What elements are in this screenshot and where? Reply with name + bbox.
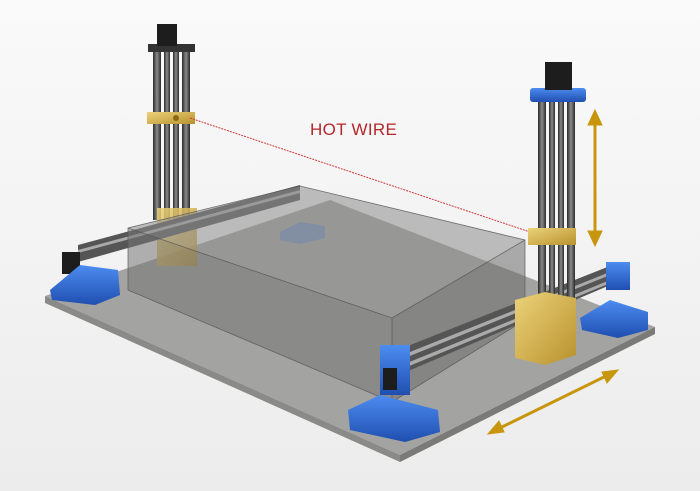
blue-foot xyxy=(348,395,440,442)
hot-wire-label: HOT WIRE xyxy=(310,120,398,139)
arrow-up-icon xyxy=(587,108,603,126)
stepper-motor-icon xyxy=(545,62,572,90)
blue-foot xyxy=(50,265,120,305)
stepper-motor-icon xyxy=(62,252,80,274)
motion-arrows xyxy=(486,108,620,435)
right-tower xyxy=(515,62,586,365)
blue-foot xyxy=(580,300,648,338)
blue-cap xyxy=(530,88,586,102)
wire-carriage xyxy=(147,112,195,124)
stepper-motor-icon xyxy=(383,368,397,390)
arrow-left-icon xyxy=(486,420,505,435)
wire-carriage xyxy=(528,228,576,245)
stepper-motor-icon xyxy=(157,24,177,46)
carriage-block xyxy=(515,292,576,365)
arrow-right-icon xyxy=(601,369,620,384)
hot-wire xyxy=(189,117,537,235)
arrow-down-icon xyxy=(587,230,603,248)
top-plate xyxy=(148,44,195,52)
